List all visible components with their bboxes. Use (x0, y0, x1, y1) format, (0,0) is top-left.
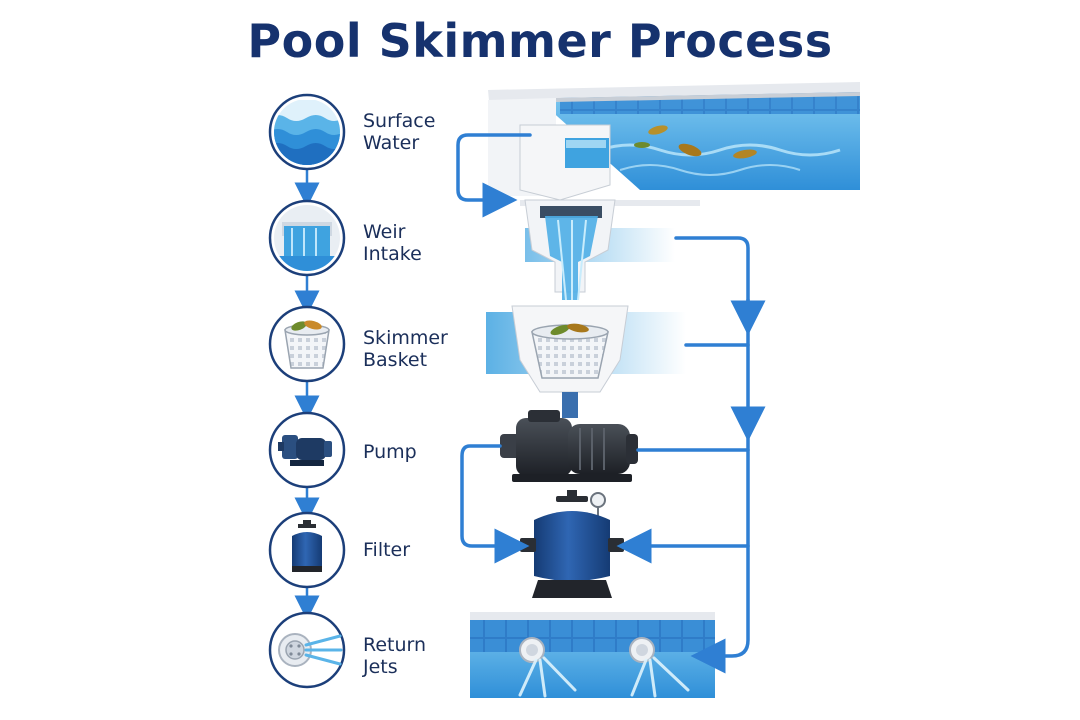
filter-icon (268, 511, 346, 589)
step-label-line: Intake (363, 243, 422, 265)
step-label-return-jets: Return Jets (363, 634, 426, 678)
step-label-line: Skimmer (363, 327, 448, 349)
basket-icon (268, 305, 346, 383)
step-label-line: Filter (363, 539, 411, 561)
step-label-line: Weir (363, 221, 406, 243)
pump-icon (268, 411, 346, 489)
filter-illustration (520, 490, 624, 598)
jet-icon (268, 611, 346, 689)
step-label-line: Surface (363, 110, 436, 132)
step-label-line: Water (363, 132, 420, 154)
step-label-line: Basket (363, 349, 428, 371)
pump-illustration (500, 410, 638, 482)
waves-icon (268, 93, 346, 171)
skimmer-housing-illustration (524, 199, 675, 301)
step-label-pump: Pump (363, 441, 417, 463)
skimmer-basket-illustration (486, 305, 686, 418)
step-label-line: Pump (363, 441, 417, 463)
flow-lines (456, 133, 766, 674)
step-label-filter: Filter (363, 539, 410, 561)
diagram-title: Pool Skimmer Process (247, 14, 833, 68)
flow-line-weir-to-housing (456, 133, 532, 218)
step-label-line: Jets (363, 656, 398, 678)
step-label-skimmer-basket: Skimmer Basket (363, 327, 448, 371)
step-label-weir-intake: Weir Intake (363, 221, 422, 265)
return-jets-illustration (470, 612, 715, 698)
step-label-surface-water: Surface Water (363, 110, 435, 154)
weir-icon (268, 199, 346, 277)
step-icons-column (268, 93, 346, 689)
step-label-line: Return (363, 634, 427, 656)
flow-line-pump-to-filter (460, 444, 530, 564)
flow-line-return-trunk (674, 236, 750, 674)
weir-intake-illustration (519, 124, 700, 206)
